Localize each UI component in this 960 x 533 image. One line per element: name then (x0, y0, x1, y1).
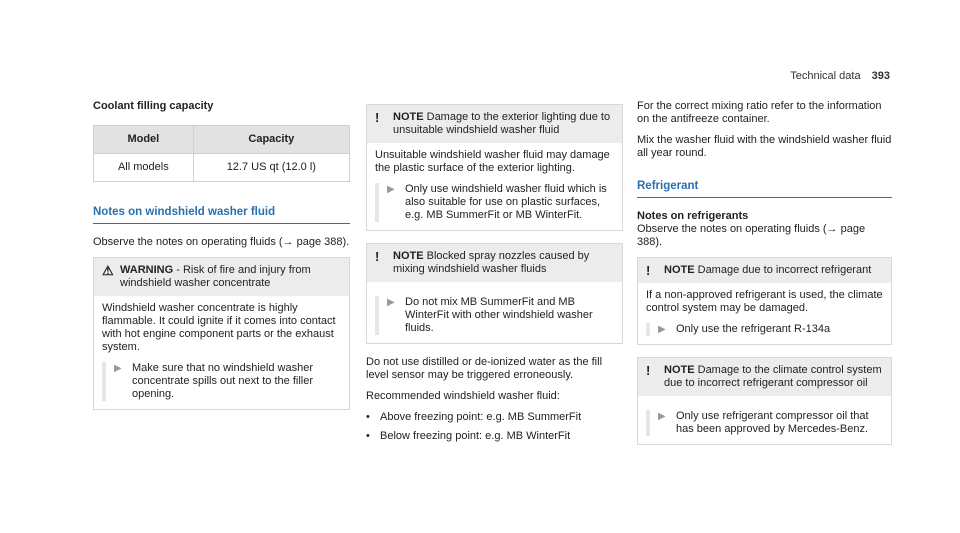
note-step-text: Only use refrigerant compressor oil that… (676, 410, 869, 435)
step-arrow-icon: ▶ (114, 363, 122, 374)
coolant-table: Model Capacity All models 12.7 US qt (12… (93, 125, 351, 182)
note-box-compressor-oil: ! NOTE Damage to the climate control sys… (637, 357, 892, 445)
mixing-ratio-text: For the correct mixing ratio refer to th… (637, 100, 882, 125)
note-heading: Damage to the exterior lighting due to u… (393, 111, 611, 136)
column-1: Coolant filling capacity Model Capacity … (93, 100, 351, 422)
note-box-refrigerant: ! NOTE Damage due to incorrect refrigera… (637, 257, 892, 345)
column-3: For the correct mixing ratio refer to th… (637, 100, 892, 457)
note-exclamation-icon: ! (646, 363, 651, 378)
note-step-text: Only use windshield washer fluid which i… (405, 183, 607, 221)
page-header: Technical data 393 (790, 70, 890, 83)
washer-section-title: Notes on windshield washer fluid (93, 206, 350, 224)
note-heading: Damage due to incorrect refrigerant (694, 264, 872, 276)
warning-triangle-icon: ⚠ (102, 263, 114, 278)
note-label: NOTE (664, 364, 695, 376)
note-heading: Blocked spray nozzles caused by mixing w… (393, 250, 590, 275)
column-2: ! NOTE Damage to the exterior lighting d… (366, 104, 623, 449)
coolant-title: Coolant filling capacity (93, 100, 214, 112)
note-step: ▶ Do not mix MB SummerFit and MB WinterF… (375, 296, 614, 335)
warning-step-text: Make sure that no windshield washer conc… (132, 362, 313, 400)
warning-body: Windshield washer concentrate is highly … (102, 302, 336, 353)
note-step: ▶ Only use refrigerant compressor oil th… (646, 410, 883, 436)
note-body: If a non-approved refrigerant is used, t… (646, 289, 883, 314)
distilled-water-text: Do not use distilled or de-ionized water… (366, 356, 603, 381)
page-number: 393 (871, 70, 890, 82)
table-cell: All models (93, 153, 194, 182)
warning-step: ▶ Make sure that no windshield washer co… (102, 362, 341, 401)
note-heading: Damage to the climate control system due… (664, 364, 882, 389)
refrigerant-observe-text: Observe the notes on operating fluids (→… (637, 223, 866, 248)
note-exclamation-icon: ! (375, 249, 380, 264)
step-arrow-icon: ▶ (658, 411, 666, 422)
note-exclamation-icon: ! (375, 110, 380, 125)
mix-all-year-text: Mix the washer fluid with the windshield… (637, 134, 892, 159)
list-item: •Below freezing point: e.g. MB WinterFit (366, 430, 571, 442)
note-box-lighting: ! NOTE Damage to the exterior lighting d… (366, 104, 623, 231)
refrigerant-subtitle: Notes on refrigerants (637, 210, 749, 222)
note-box-nozzles: ! NOTE Blocked spray nozzles caused by m… (366, 243, 623, 344)
note-step: ▶ Only use the refrigerant R-134a (646, 323, 883, 336)
refrigerant-section-title: Refrigerant (637, 180, 892, 198)
washer-observe-text: Observe the notes on operating fluids (→… (93, 236, 350, 248)
list-item: •Above freezing point: e.g. MB SummerFit (366, 411, 582, 423)
note-exclamation-icon: ! (646, 263, 651, 278)
note-label: NOTE (393, 111, 424, 123)
note-label: NOTE (664, 264, 695, 276)
step-arrow-icon: ▶ (387, 184, 395, 195)
recommended-text: Recommended windshield washer fluid: (366, 390, 560, 402)
step-arrow-icon: ▶ (658, 324, 666, 335)
warning-box: ⚠ WARNING - Risk of fire and injury from… (93, 257, 350, 410)
table-cell: 12.7 US qt (12.0 l) (192, 153, 351, 182)
table-header: Model (93, 125, 194, 154)
note-step: ▶ Only use windshield washer fluid which… (375, 183, 614, 222)
warning-heading: - Risk of fire and injury from windshiel… (120, 264, 311, 289)
note-step-text: Do not mix MB SummerFit and MB WinterFit… (405, 296, 593, 334)
warning-label: WARNING (120, 264, 174, 276)
section-name: Technical data (790, 70, 861, 82)
note-label: NOTE (393, 250, 424, 262)
table-header: Capacity (192, 125, 351, 154)
step-arrow-icon: ▶ (387, 297, 395, 308)
note-step-text: Only use the refrigerant R-134a (676, 323, 831, 335)
table-row: All models 12.7 US qt (12.0 l) (93, 153, 351, 182)
recommended-list: •Above freezing point: e.g. MB SummerFit… (366, 411, 623, 443)
note-body: Unsuitable windshield washer fluid may d… (375, 149, 610, 174)
